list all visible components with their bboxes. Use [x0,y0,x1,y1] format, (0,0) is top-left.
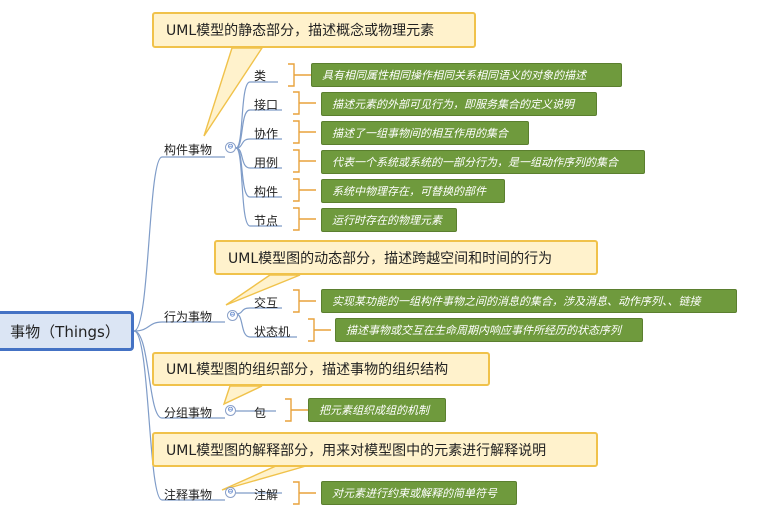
leaf-note[interactable]: 注解 [254,486,278,503]
leaf-label: 协作 [254,127,279,141]
branch-label: 分组事物 [164,406,213,420]
leaf-label: 节点 [254,214,279,228]
note-class: 具有相同属性相同操作相同关系相同语义的对象的描述 [311,63,622,87]
root-node[interactable]: 事物（Things） [0,311,134,351]
note-interaction: 实现某功能的一组构件事物之间的消息的集合，涉及消息、动作序列、、链接 [321,289,737,313]
branch-label: 构件事物 [164,143,213,157]
leaf-interface[interactable]: 接口 [254,96,278,113]
note-text: 描述事物或交互在生命周期内响应事件所经历的状态序列 [346,324,621,337]
note-text: 对元素进行约束或解释的简单符号 [332,487,497,500]
branch-node-behavior-things[interactable]: 行为事物 [164,308,212,325]
leaf-class[interactable]: 类 [254,67,266,84]
callout-text: UML模型图的动态部分，描述跨越空间和时间的行为 [228,250,553,267]
note-collaboration: 描述了一组事物间的相互作用的集合 [321,121,529,145]
note-component: 系统中物理存在，可替换的部件 [321,179,505,203]
leaf-label: 注解 [254,488,279,502]
note-package: 把元素组织成组的机制 [308,398,446,422]
collapse-icon[interactable]: ⊖ [225,487,236,498]
collapse-icon[interactable]: ⊖ [225,142,236,153]
callout-text: UML模型的静态部分，描述概念或物理元素 [166,23,435,39]
callout-annotation-part: UML模型图的解释部分，用来对模型图中的元素进行解释说明 [152,432,598,467]
note-text: 具有相同属性相同操作相同关系相同语义的对象的描述 [322,69,586,82]
leaf-label: 类 [254,69,267,83]
note-text: 代表一个系统或系统的一部分行为，是一组动作序列的集合 [332,156,618,169]
leaf-label: 接口 [254,98,279,112]
note-state-machine: 描述事物或交互在生命周期内响应事件所经历的状态序列 [335,318,643,342]
leaf-label: 包 [254,406,267,420]
leaf-component[interactable]: 构件 [254,183,278,200]
branch-node-grouping-things[interactable]: 分组事物 [164,404,212,421]
note-text: 运行时存在的物理元素 [332,214,442,227]
callout-dynamic-part: UML模型图的动态部分，描述跨越空间和时间的行为 [214,240,598,275]
note-use-case: 代表一个系统或系统的一部分行为，是一组动作序列的集合 [321,150,645,174]
leaf-label: 交互 [254,296,279,310]
leaf-use-case[interactable]: 用例 [254,154,278,171]
note-note: 对元素进行约束或解释的简单符号 [321,481,517,505]
branch-node-component-things[interactable]: 构件事物 [164,141,212,158]
collapse-icon[interactable]: ⊖ [227,310,238,321]
leaf-node[interactable]: 节点 [254,212,278,229]
branch-node-annotation-things[interactable]: 注释事物 [164,486,212,503]
leaf-interaction[interactable]: 交互 [254,294,278,311]
callout-text: UML模型图的解释部分，用来对模型图中的元素进行解释说明 [166,442,547,459]
note-text: 把元素组织成组的机制 [319,404,429,417]
callout-text: UML模型图的组织部分，描述事物的组织结构 [166,362,449,378]
note-text: 实现某功能的一组构件事物之间的消息的集合，涉及消息、动作序列、、链接 [332,295,701,308]
leaf-label: 构件 [254,185,279,199]
leaf-label: 用例 [254,156,279,170]
leaf-collaboration[interactable]: 协作 [254,125,278,142]
branch-label: 注释事物 [164,488,213,502]
note-text: 系统中物理存在，可替换的部件 [332,185,486,198]
note-text: 描述了一组事物间的相互作用的集合 [332,127,508,140]
callout-organization-part: UML模型图的组织部分，描述事物的组织结构 [152,352,490,386]
callout-static-part: UML模型的静态部分，描述概念或物理元素 [152,12,476,48]
collapse-icon[interactable]: ⊖ [225,405,236,416]
note-text: 描述元素的外部可见行为，即服务集合的定义说明 [332,98,574,111]
note-node: 运行时存在的物理元素 [321,208,457,232]
leaf-label: 状态机 [254,325,291,339]
branch-label: 行为事物 [164,310,213,324]
leaf-package[interactable]: 包 [254,404,266,421]
root-label: 事物（Things） [10,322,120,341]
leaf-state-machine[interactable]: 状态机 [254,323,290,340]
note-interface: 描述元素的外部可见行为，即服务集合的定义说明 [321,92,597,116]
